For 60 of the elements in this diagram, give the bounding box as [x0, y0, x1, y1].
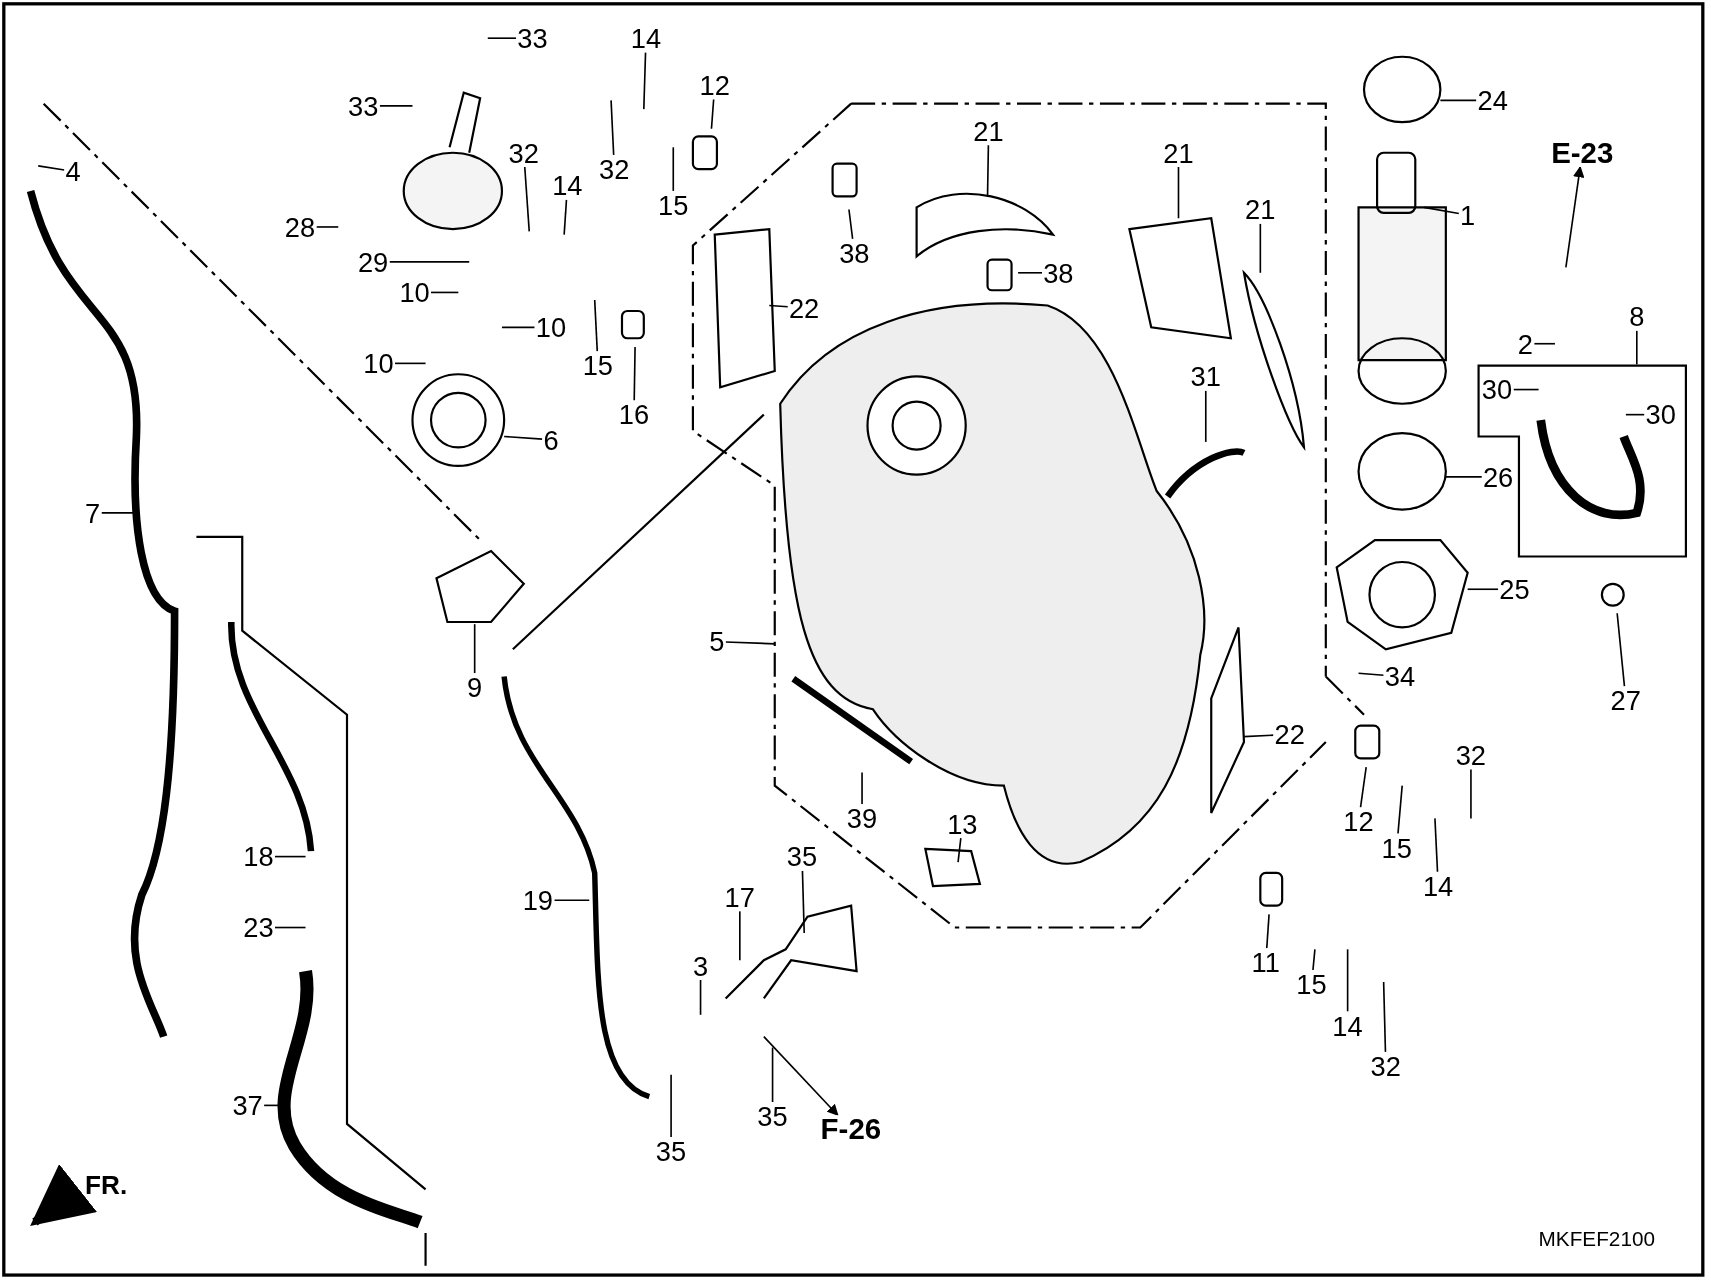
leader-line [274, 855, 307, 858]
leader-line [643, 51, 647, 110]
leader-line [672, 146, 675, 192]
leader-line [1512, 388, 1540, 391]
leader-line [848, 208, 854, 240]
leader-line [1439, 99, 1478, 102]
leader-line [710, 98, 715, 130]
leader-line [1636, 329, 1638, 366]
leader-line [633, 346, 636, 402]
leader-line [1017, 272, 1043, 274]
leader-line [610, 99, 615, 156]
leader-line [1382, 981, 1387, 1053]
leader-line [593, 299, 599, 353]
leader-line [378, 105, 414, 107]
leader-line [37, 165, 66, 171]
leader-line [1616, 612, 1626, 688]
leader-line [1625, 413, 1646, 416]
direction-label: FR. [85, 1169, 128, 1201]
leader-line [553, 899, 591, 902]
leader-line [1533, 342, 1556, 345]
leader-line [768, 304, 789, 308]
leader-line [1397, 784, 1403, 835]
leader-line [861, 771, 863, 806]
leader-line [699, 979, 702, 1016]
leader-line [1265, 913, 1270, 950]
leader-line [1312, 948, 1316, 971]
drawing-code: MKFEF2100 [1538, 1227, 1655, 1252]
leader-line [957, 837, 962, 863]
leader-line [724, 641, 776, 645]
leader-line [1466, 588, 1500, 591]
leader-line [274, 926, 307, 929]
leader-line [503, 435, 544, 440]
leader-line [771, 1046, 774, 1103]
reference-arrow [1565, 165, 1585, 269]
leader-line [394, 362, 427, 365]
leader-line [1470, 768, 1472, 820]
reference-arrow [763, 1035, 839, 1117]
leader-line [801, 869, 806, 934]
leader-line [1357, 672, 1385, 677]
leader-line [473, 623, 476, 675]
leader-line [563, 198, 568, 236]
leader-line [100, 512, 134, 514]
leader-line [739, 910, 741, 962]
leader-line [1359, 766, 1367, 809]
leader-line [1259, 222, 1262, 274]
leader-line [523, 166, 531, 233]
leader-line [986, 144, 990, 198]
leader-line [501, 326, 536, 329]
leader-line [486, 37, 517, 39]
leader-line [1177, 166, 1180, 220]
leader-line [1204, 389, 1207, 443]
leader-line [670, 1074, 672, 1138]
leader-line [1346, 948, 1349, 1013]
leader-line [1434, 817, 1439, 873]
leader-line [1243, 734, 1275, 738]
leader-line [1423, 206, 1460, 215]
leader-line [1445, 476, 1483, 478]
leader-line [388, 261, 471, 263]
leader-line [315, 226, 340, 228]
leader-line [430, 291, 460, 294]
